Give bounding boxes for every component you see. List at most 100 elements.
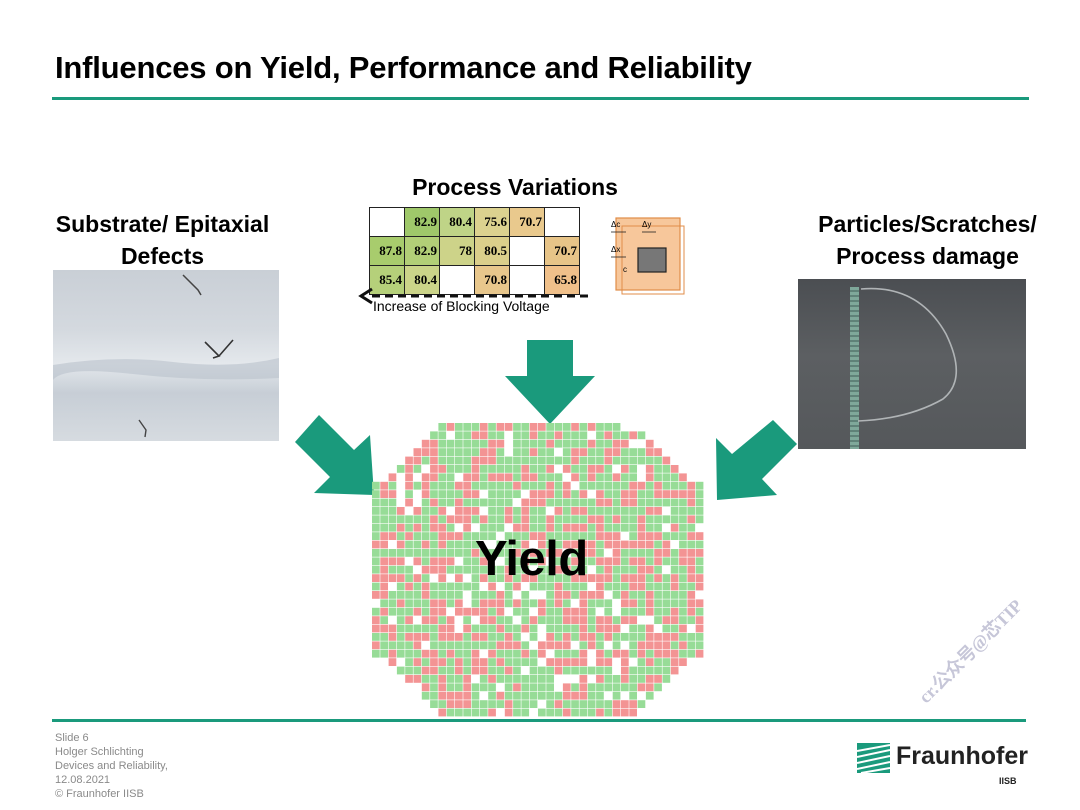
wafer-die — [496, 607, 505, 616]
wafer-die — [579, 633, 588, 641]
wafer-die — [587, 582, 596, 591]
wafer-die — [446, 490, 455, 498]
wafer-die — [504, 658, 513, 666]
wafer-die — [438, 448, 447, 456]
wafer-die — [438, 565, 447, 574]
wafer-die — [463, 498, 471, 507]
wafer-die — [471, 532, 480, 540]
table-cell: 65.8 — [544, 265, 580, 295]
wafer-die — [546, 540, 554, 549]
wafer-die — [662, 633, 671, 641]
wafer-die — [496, 439, 505, 448]
wafer-die — [629, 691, 637, 700]
wafer-die — [463, 675, 471, 683]
table-cell: 85.4 — [369, 265, 405, 295]
wafer-die — [554, 691, 563, 700]
wafer-die — [421, 456, 430, 465]
wafer-die — [637, 549, 646, 557]
wafer-die — [637, 456, 646, 465]
wafer-die — [421, 666, 430, 675]
wafer-die — [546, 700, 554, 708]
wafer-die — [446, 507, 455, 515]
table-cell — [544, 207, 580, 237]
wafer-die — [538, 557, 546, 566]
wafer-die — [587, 607, 596, 616]
wafer-die — [380, 607, 388, 616]
wafer-die — [629, 666, 637, 675]
wafer-die — [546, 423, 554, 431]
wafer-die — [596, 498, 604, 507]
wafer-die — [446, 456, 455, 465]
wafer-die — [521, 574, 530, 582]
wafer-die — [479, 649, 488, 658]
wafer-die — [513, 675, 521, 683]
wafer-die — [446, 708, 455, 717]
wafer-die — [396, 490, 405, 498]
wafer-die — [405, 658, 413, 666]
wafer-die — [421, 523, 430, 532]
wafer-die — [413, 448, 422, 456]
wafer-die — [438, 423, 447, 431]
wafer-die — [654, 448, 662, 456]
wafer-die — [438, 700, 447, 708]
wafer-die — [612, 591, 621, 599]
wafer-die — [504, 465, 513, 473]
wafer-die — [521, 423, 530, 431]
wafer-die — [438, 431, 447, 440]
wafer-die — [695, 616, 704, 624]
wafer-die — [538, 591, 546, 599]
wafer-die — [604, 658, 613, 666]
wafer-die — [529, 641, 538, 650]
wafer-die — [612, 565, 621, 574]
arrow-diagonal-left-icon — [716, 420, 797, 500]
wafer-die — [496, 616, 505, 624]
wafer-die — [538, 523, 546, 532]
wafer-die — [587, 666, 596, 675]
wafer-die — [571, 641, 579, 650]
wafer-die — [579, 549, 588, 557]
wafer-die — [587, 599, 596, 608]
wafer-die — [413, 523, 422, 532]
wafer-die — [679, 523, 687, 532]
wafer-die — [479, 683, 488, 692]
wafer-die — [405, 599, 413, 608]
wafer-die — [579, 557, 588, 566]
wafer-die — [679, 658, 687, 666]
wafer-die — [637, 515, 646, 524]
wafer-die — [388, 565, 397, 574]
wafer-die — [372, 565, 380, 574]
wafer-die — [529, 532, 538, 540]
wafer-die — [504, 490, 513, 498]
wafer-die — [521, 607, 530, 616]
wafer-die — [596, 540, 604, 549]
wafer-die — [612, 532, 621, 540]
wafer-die — [687, 532, 696, 540]
wafer-die — [405, 574, 413, 582]
wafer-die — [496, 633, 505, 641]
wafer-die — [430, 565, 438, 574]
wafer-die — [513, 658, 521, 666]
wafer-die — [396, 481, 405, 490]
wafer-die — [471, 658, 480, 666]
substrate-defect-image — [53, 270, 279, 441]
wafer-die — [604, 549, 613, 557]
wafer-die — [687, 574, 696, 582]
wafer-die — [421, 582, 430, 591]
wafer-die — [538, 448, 546, 456]
wafer-die — [654, 523, 662, 532]
wafer-die — [529, 549, 538, 557]
wafer-die — [546, 675, 554, 683]
wafer-die — [538, 532, 546, 540]
wafer-die — [612, 700, 621, 708]
wafer-die — [579, 616, 588, 624]
wafer-die — [662, 481, 671, 490]
wafer-die — [546, 624, 554, 633]
wafer-die — [421, 549, 430, 557]
wafer-die — [571, 574, 579, 582]
wafer-die — [529, 582, 538, 591]
wafer-die — [413, 666, 422, 675]
wafer-die — [645, 691, 654, 700]
wafer-die — [604, 683, 613, 692]
wafer-die — [372, 507, 380, 515]
wafer-die — [579, 540, 588, 549]
